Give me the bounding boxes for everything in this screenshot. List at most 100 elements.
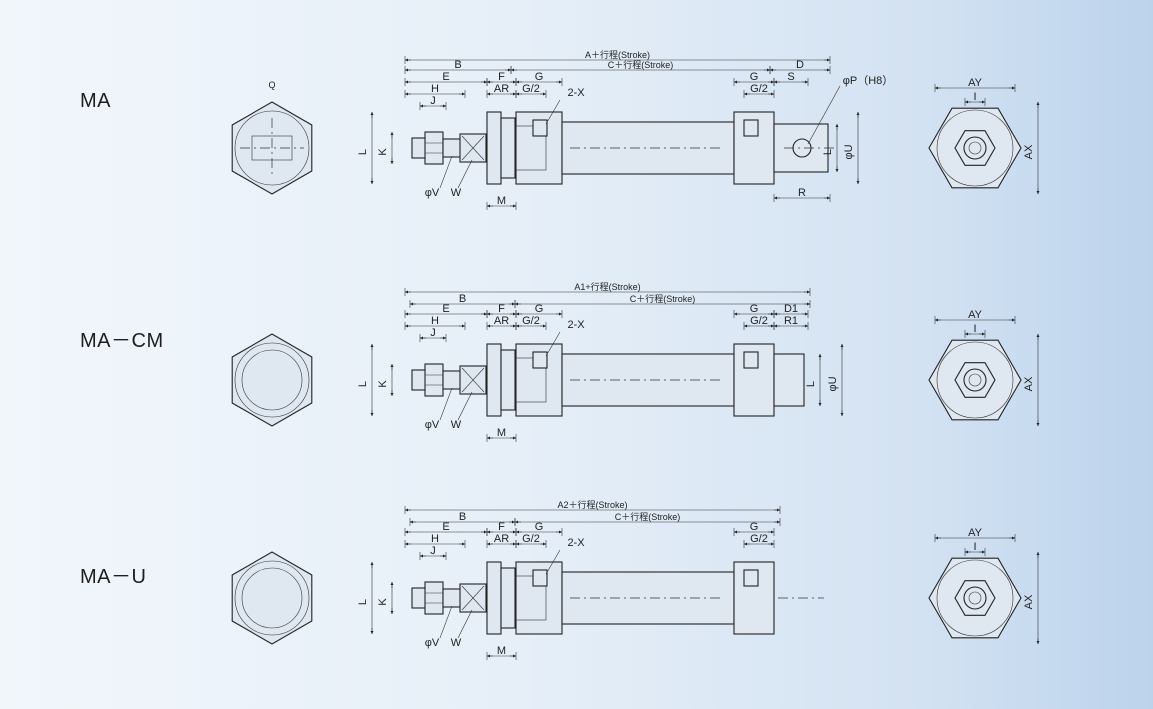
port-rear (743, 351, 759, 369)
dim-label-r1: R1 (784, 315, 798, 327)
leader-line (545, 99, 561, 125)
dim-label-m: M (497, 195, 506, 207)
leader-line (545, 331, 561, 357)
front-cover-flat (515, 125, 547, 171)
front-circle (936, 341, 1014, 419)
dim-label-f: F (498, 303, 505, 315)
dim-label-u: φU (827, 376, 839, 391)
dim-label-x2: 2-X (567, 87, 585, 99)
port-rear (743, 569, 759, 587)
rear-boss (773, 353, 805, 407)
dim-label-g: G (535, 303, 544, 315)
dim-label-g: G (750, 71, 759, 83)
dim-label-l: L (357, 599, 369, 605)
dim-label-g2: G/2 (750, 315, 768, 327)
dim-label-i: I (973, 91, 976, 103)
rod-end-view-row-2 (231, 551, 313, 645)
port-front (532, 569, 548, 587)
dim-label-x2: 2-X (567, 537, 585, 549)
dim-label-i: I (973, 323, 976, 335)
dim-label-j: J (430, 95, 436, 107)
dim-label-ax: AX (1023, 144, 1035, 159)
leader-line (807, 85, 841, 145)
dim-label-m: M (497, 645, 506, 657)
dim-label-v: φV (425, 419, 440, 431)
dim-label-s: S (787, 71, 794, 83)
dim-label-c_stroke: C＋行程(Stroke) (608, 59, 674, 70)
dim-label-e: E (442, 303, 449, 315)
mount-nut-inner (500, 349, 516, 411)
dim-label-j: J (430, 545, 436, 557)
rod-thread (968, 591, 982, 605)
dim-label-w: W (451, 419, 462, 431)
dim-label-u: φU (843, 144, 855, 159)
end-circle (234, 110, 310, 186)
dim-label-i: I (973, 541, 976, 553)
port-rear (743, 119, 759, 137)
dim-label-d1: D1 (784, 303, 798, 315)
dim-label-a_stroke: A＋行程(Stroke) (585, 49, 650, 60)
end-circle (234, 342, 310, 418)
piston-rod (442, 138, 462, 158)
dim-label-ar: AR (494, 83, 509, 95)
dim-label-c_stroke: C＋行程(Stroke) (630, 293, 696, 304)
dim-label-m: M (497, 427, 506, 439)
mount-nut (486, 111, 502, 185)
rod-circle (963, 368, 987, 392)
inner-circle (241, 567, 303, 629)
dim-label-g2: G/2 (522, 315, 540, 327)
dim-label-g2: G/2 (750, 83, 768, 95)
dim-label-g: G (750, 303, 759, 315)
leader-line (439, 387, 453, 421)
end-hexagon (231, 333, 313, 427)
leader-line (439, 605, 453, 639)
dim-label-k: K (377, 598, 389, 606)
rod-nut (424, 363, 444, 397)
rod-circle (963, 586, 987, 610)
dim-label-a_stroke: A1+行程(Stroke) (574, 281, 640, 292)
dim-label-e: E (442, 71, 449, 83)
dim-label-x2: 2-X (567, 319, 585, 331)
leader-line (457, 609, 473, 639)
dim-label-b: B (459, 293, 466, 305)
dim-label-ar: AR (494, 315, 509, 327)
cylinder-barrel (561, 571, 735, 625)
dim-label-g2: G/2 (522, 83, 540, 95)
dim-label-ay: AY (968, 309, 983, 321)
piston-rod (442, 370, 462, 390)
front-end-view-row-1: AY I AX (928, 309, 1040, 426)
dim-label-l: L (822, 149, 834, 155)
dim-label-e: E (442, 521, 449, 533)
mount-nut-inner (500, 117, 516, 179)
leader-line (457, 159, 473, 189)
leader-line (439, 155, 453, 189)
wrench-flat-x (461, 585, 485, 611)
dim-label-ax: AX (1023, 594, 1035, 609)
front-circle (936, 559, 1014, 637)
port-front (532, 119, 548, 137)
dim-label-ax: AX (1023, 376, 1035, 391)
dim-label-h: H (431, 83, 439, 95)
dim-label-g: G (750, 521, 759, 533)
front-circle (936, 109, 1014, 187)
mount-nut (486, 343, 502, 417)
rod-thread (968, 141, 982, 155)
cylinder-barrel (561, 121, 735, 175)
dim-label-g: G (535, 71, 544, 83)
dim-label-h: H (431, 315, 439, 327)
dim-label-l: L (805, 381, 817, 387)
cylinder-barrel (561, 353, 735, 407)
dim-label-f: F (498, 521, 505, 533)
rod-end-view-row-0: Q (231, 80, 313, 195)
mount-nut (486, 561, 502, 635)
model-label-ma: MA (80, 90, 111, 112)
dim-label-g2: G/2 (522, 533, 540, 545)
leader-line (545, 549, 561, 575)
port-front (532, 351, 548, 369)
rod-nut (424, 581, 444, 615)
dim-label-f: F (498, 71, 505, 83)
